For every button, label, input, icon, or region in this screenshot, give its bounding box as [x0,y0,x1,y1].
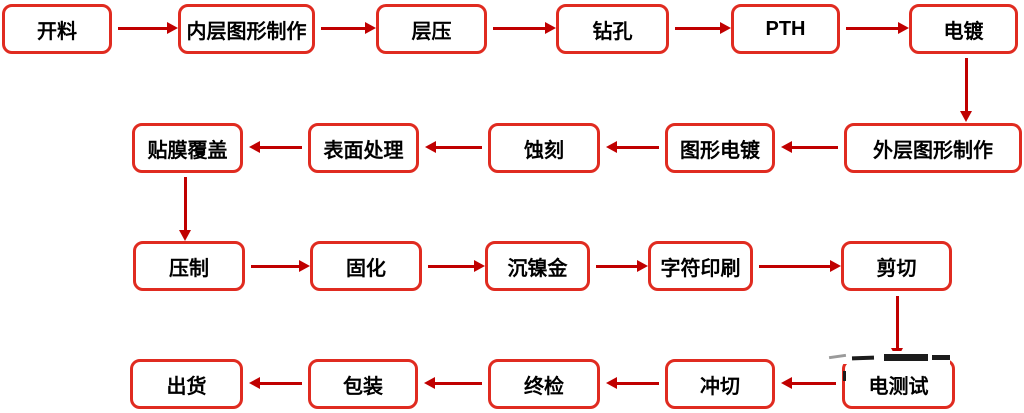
node-label: 剪切 [876,257,917,280]
arrow-curing-to-enig [428,260,485,272]
node-lamination: 层压 [376,4,487,54]
node-label: 沉镍金 [507,257,568,280]
node-curing: 固化 [310,241,422,291]
node-electrical-test: 电测试 [842,359,955,409]
arrow-packaging-to-shipping [249,377,302,389]
node-pressing: 压制 [133,241,245,291]
node-final-inspection: 终检 [488,359,600,409]
node-plating: 电镀 [909,4,1018,54]
node-label: 字符印刷 [660,257,741,280]
node-label: 固化 [346,257,386,280]
node-label: 贴膜覆盖 [147,139,228,162]
node-pattern-plating: 图形电镀 [665,123,775,173]
node-label: PTH [765,17,806,40]
watermark-mark [884,354,928,361]
node-etching: 蚀刻 [488,123,600,173]
arrow-film-to-pressing [179,177,191,241]
arrow-pth-to-plating [846,22,909,34]
arrow-final-inspection-to-packaging [424,377,482,389]
node-label: 冲切 [700,375,740,398]
arrow-pressing-to-curing [251,260,310,272]
node-outer-layer-imaging: 外层图形制作 [844,123,1022,173]
node-label: 表面处理 [323,139,404,162]
node-label: 压制 [169,257,209,280]
node-surface-treatment: 表面处理 [308,123,419,173]
arrow-surface-treatment-to-film [249,141,302,153]
node-shipping: 出货 [130,359,243,409]
watermark-mark [851,355,875,361]
node-label: 外层图形制作 [873,139,993,162]
arrow-cutting-to-inner-layer [118,22,178,34]
arrow-etching-to-surface-treatment [425,141,482,153]
arrow-lamination-to-drilling [493,22,556,34]
node-label: 电镀 [943,20,984,43]
arrow-drilling-to-pth [675,22,731,34]
arrow-plating-to-outer-layer [960,58,972,122]
node-label: 蚀刻 [524,139,564,162]
node-label: 电测试 [868,375,929,398]
arrow-pattern-plating-to-etching [606,141,659,153]
node-label: 钻孔 [592,20,633,43]
arrow-inner-layer-to-lamination [321,22,376,34]
node-label: 内层图形制作 [186,20,307,43]
node-label: 出货 [166,375,207,398]
node-punching: 冲切 [665,359,775,409]
node-packaging: 包装 [308,359,418,409]
node-label: 包装 [343,375,383,398]
node-cutting: 开料 [2,4,112,54]
node-label: 层压 [411,20,452,43]
watermark-mark [932,355,950,360]
watermark-mark [843,371,846,381]
node-shearing: 剪切 [841,241,952,291]
arrow-electrical-test-to-punching [781,377,836,389]
arrow-punching-to-final-inspection [606,377,659,389]
node-pth: PTH [731,4,840,54]
arrow-enig-to-silkscreen [596,260,648,272]
node-label: 开料 [37,20,77,43]
node-inner-layer-imaging: 内层图形制作 [178,4,315,54]
node-silkscreen-printing: 字符印刷 [648,241,753,291]
arrow-outer-layer-to-pattern-plating [781,141,838,153]
node-drilling: 钻孔 [556,4,669,54]
node-film-covering: 贴膜覆盖 [132,123,243,173]
node-label: 图形电镀 [680,139,760,162]
arrow-silkscreen-to-shearing [759,260,841,272]
node-label: 终检 [524,375,564,398]
arrow-shearing-to-electrical-test [891,296,903,359]
node-enig: 沉镍金 [485,241,590,291]
